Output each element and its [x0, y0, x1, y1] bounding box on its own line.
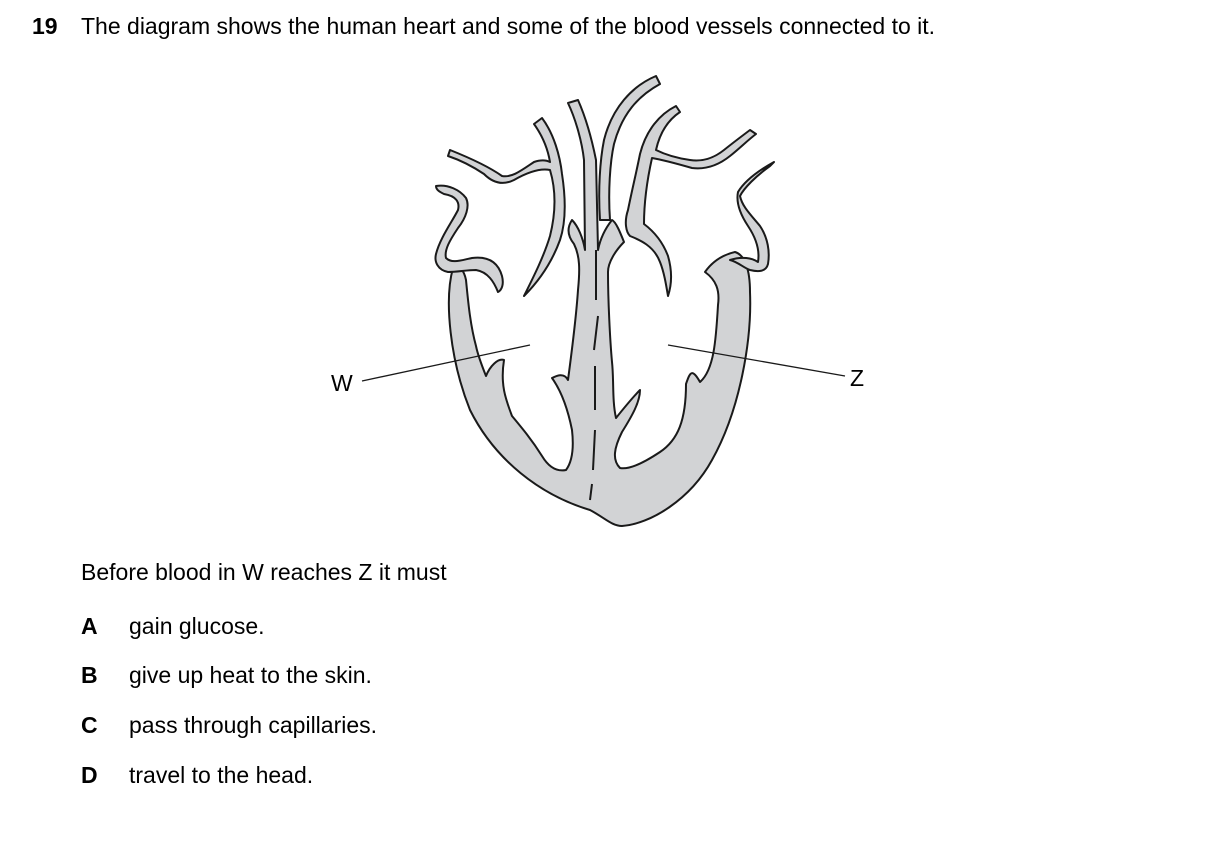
option-letter: C	[81, 712, 98, 738]
question-stem: The diagram shows the human heart and so…	[81, 13, 936, 39]
label-z: Z	[850, 365, 864, 391]
option-text: give up heat to the skin.	[129, 662, 372, 688]
heart-illustration	[434, 75, 775, 527]
option-letter: B	[81, 662, 98, 688]
option-letter: A	[81, 613, 98, 639]
aorta	[598, 75, 661, 221]
vena-cava	[447, 117, 566, 297]
heart-wall	[447, 99, 752, 527]
question-prompt: Before blood in W reaches Z it must	[81, 559, 447, 585]
label-line-w	[361, 344, 531, 382]
option-text: pass through capillaries.	[129, 712, 378, 738]
question-number: 19	[32, 13, 58, 39]
option-letter: D	[81, 762, 98, 788]
option-text: travel to the head.	[129, 762, 314, 788]
pulmonary-artery	[624, 105, 757, 297]
label-line-z	[667, 344, 846, 377]
pulmonary-vein-right	[729, 161, 775, 273]
label-w: W	[331, 370, 353, 396]
septum-line	[589, 250, 599, 501]
pulmonary-vein-left	[434, 184, 504, 293]
option-text: gain glucose.	[129, 613, 265, 639]
